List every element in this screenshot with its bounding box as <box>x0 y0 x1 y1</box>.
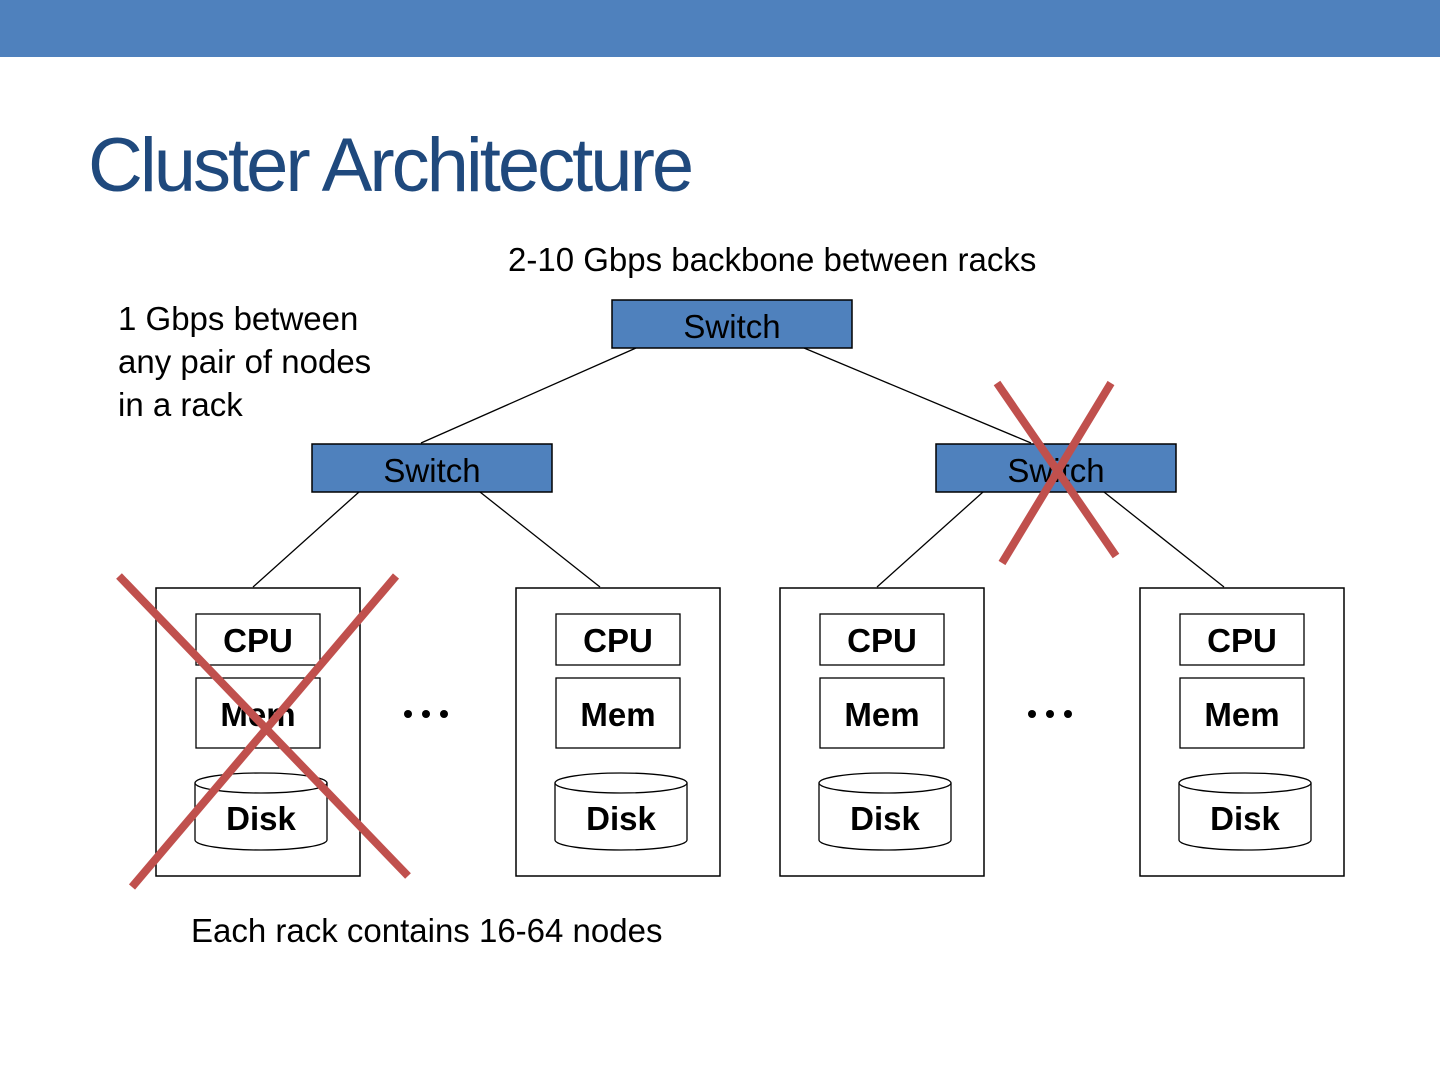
link-root-left <box>420 347 637 444</box>
mem-box <box>555 677 681 749</box>
node-2: CPU Mem Disk <box>515 587 721 877</box>
cpu-label: CPU <box>1207 622 1277 659</box>
links <box>252 347 1225 588</box>
switch-left: Switch <box>311 443 553 493</box>
disk-icon <box>194 772 328 851</box>
mem-label: Mem <box>580 696 655 733</box>
disk-label: Disk <box>1210 800 1280 837</box>
rack-bandwidth-line: any pair of nodes <box>118 343 372 380</box>
ellipsis-right <box>1028 710 1072 718</box>
link-root-right <box>803 347 1032 444</box>
switch-label: Switch <box>683 308 780 345</box>
rack-bandwidth-caption: 1 Gbps between any pair of nodes in a ra… <box>118 297 371 426</box>
failure-x-icon <box>116 573 411 890</box>
cpu-box <box>555 613 681 666</box>
disk-icon <box>1178 772 1312 851</box>
cpu-box <box>1179 613 1305 666</box>
failure-x-icon <box>993 380 1120 566</box>
disk-label: Disk <box>586 800 656 837</box>
link-right-node-4 <box>1103 491 1225 588</box>
slide-title: Cluster Architecture <box>88 123 694 208</box>
disk-label: Disk <box>850 800 920 837</box>
rack-size-caption: Each rack contains 16-64 nodes <box>191 912 663 949</box>
mem-label: Mem <box>1204 696 1279 733</box>
rack-bandwidth-line: in a rack <box>118 386 243 423</box>
cpu-label: CPU <box>583 622 653 659</box>
disk-icon <box>818 772 952 851</box>
node-3: CPU Mem Disk <box>779 587 985 877</box>
cpu-box <box>819 613 945 666</box>
link-left-node-1 <box>252 491 360 588</box>
cpu-label: CPU <box>223 622 293 659</box>
mem-box <box>1179 677 1305 749</box>
ellipsis-left <box>404 710 448 718</box>
cpu-label: CPU <box>847 622 917 659</box>
cpu-box <box>195 613 321 666</box>
switch-label: Switch <box>383 452 480 489</box>
rack-bandwidth-line: 1 Gbps between <box>118 300 359 337</box>
mem-label: Mem <box>844 696 919 733</box>
link-left-node-2 <box>479 491 601 588</box>
link-right-node-3 <box>876 491 984 588</box>
backbone-caption: 2-10 Gbps backbone between racks <box>508 241 1037 278</box>
disk-label: Disk <box>226 800 296 837</box>
switch-root: Switch <box>611 299 853 349</box>
top-accent-bar <box>0 0 1440 57</box>
disk-icon <box>554 772 688 851</box>
node-1: CPU Mem Disk <box>155 587 361 877</box>
node-4: CPU Mem Disk <box>1139 587 1345 877</box>
mem-box <box>819 677 945 749</box>
